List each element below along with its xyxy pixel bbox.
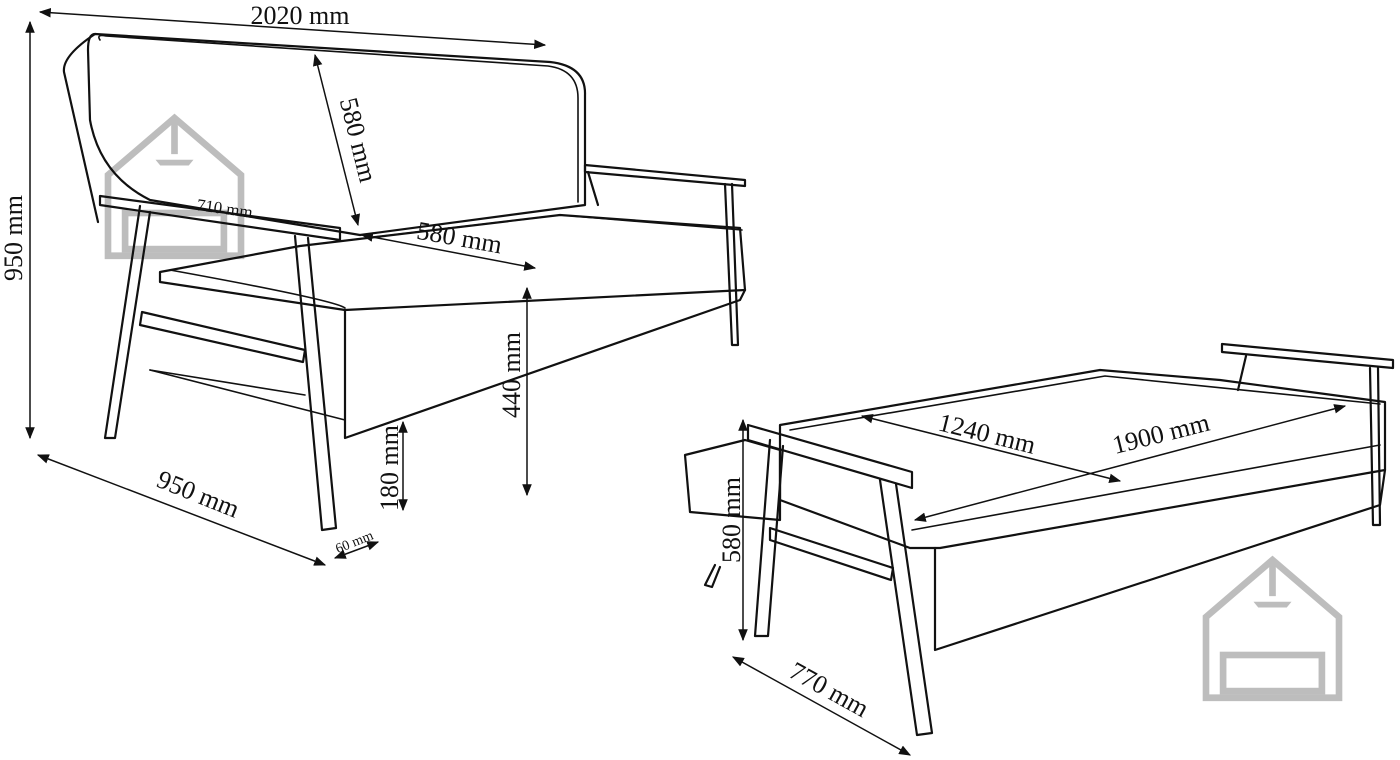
armrest-length-label: 710 mm	[196, 195, 254, 222]
depth-total-label: 950 mm	[153, 465, 244, 524]
height-total-label: 950 mm	[0, 195, 28, 281]
leg-clearance-label: 180 mm	[375, 425, 404, 511]
width-total-label: 2020 mm	[251, 1, 350, 30]
sofa-bed-view	[683, 342, 1395, 737]
bed-side-height-label: 580 mm	[717, 477, 746, 563]
bed-length-label: 1900 mm	[1109, 408, 1212, 460]
bed-width-label: 1240 mm	[936, 408, 1039, 460]
sofa-seating-view	[62, 32, 747, 532]
seat-height-label: 440 mm	[497, 332, 526, 418]
house-sofa-logo-icon	[1202, 555, 1343, 702]
bed-depth-label: 770 mm	[785, 656, 874, 723]
back-height-label: 580 mm	[334, 95, 383, 185]
dimension-lines	[25, 7, 1347, 756]
armrest-width-label: 60 mm	[334, 528, 376, 557]
